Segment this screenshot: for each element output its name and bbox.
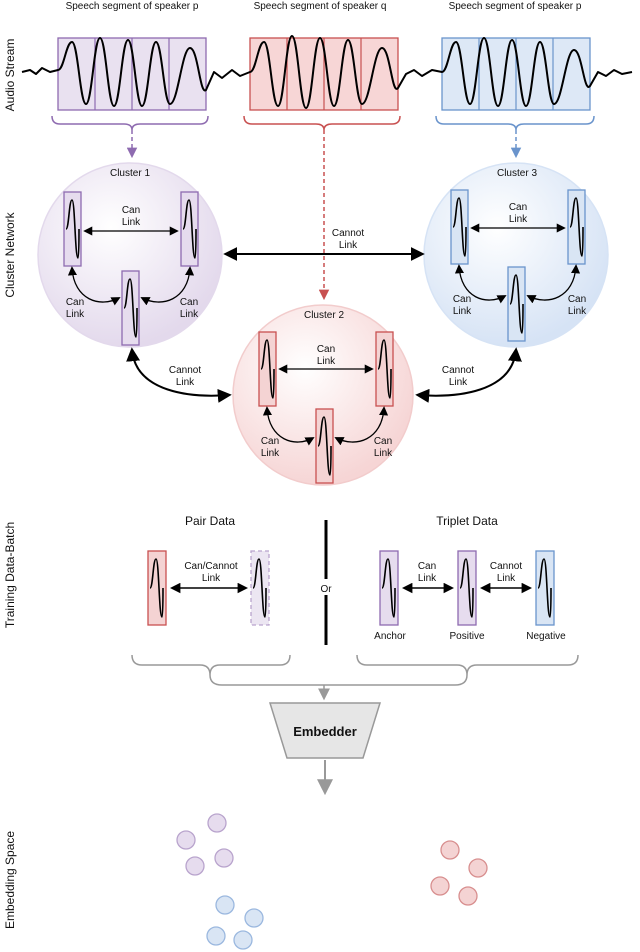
cluster-1: Cluster 1 Can Link Can Link Can Link [37,162,223,348]
negative-label: Negative [526,631,566,642]
cluster-3-segment-bottom [507,266,526,342]
cluster-1-segment-bottom [121,270,140,346]
brace-pair [131,654,291,676]
cluster-3-segment-right [567,189,586,265]
pair-segment-solid [147,550,167,626]
cluster-3-left-link-arrow [454,264,507,304]
cluster-1-right-link-label-2: Link [180,309,199,320]
cluster-2-left-link-label-1: Can [261,436,279,447]
cannot-link-label-right-1: Cannot [442,365,474,376]
cluster-3: Cluster 3 Can Link Can Link Can Link [423,162,609,348]
cluster-2-right-link-label-2: Link [374,448,393,459]
embedding-point-purple-4 [214,848,234,868]
cluster-2-segment-right [375,331,394,407]
cluster-2-right-link-label-1: Can [374,436,392,447]
anchor-label: Anchor [374,631,406,642]
cluster-1-can-link-label-2: Link [122,217,141,228]
pair-link-label-2: Link [202,573,221,584]
cluster-2-right-link-arrow [334,406,389,446]
audio-stream: Speech segment of speaker p Speech segme… [21,1,633,301]
embedding-point-purple-2 [207,813,227,833]
cluster-2-can-link-label-1: Can [317,344,335,355]
cluster-1-left-link-label-1: Can [66,297,84,308]
segment-label-speaker-p-2: Speech segment of speaker p [449,1,582,12]
segment-label-speaker-p-1: Speech segment of speaker p [66,1,199,12]
cluster-2-title: Cluster 2 [304,310,344,321]
cluster-1-right-link-arrow [140,266,195,306]
cannot-link-label-top-1: Cannot [332,228,364,239]
embedding-point-red-4 [458,886,478,906]
cluster-3-left-link-label-2: Link [453,306,472,317]
embedding-point-blue-1 [215,895,235,915]
brace-speaker-q [243,115,401,131]
triplet-positive-segment [457,550,477,626]
cannot-link-label-right-2: Link [449,377,468,388]
cluster-3-right-link-label-1: Can [568,294,586,305]
cluster-2-segment-bottom [315,408,334,484]
triplet-cannot-link-label-2: Link [497,573,516,584]
embedding-point-blue-4 [233,930,253,950]
cluster-3-segment-left [450,189,469,265]
cannot-link-arrow-cluster-1-2 [126,347,232,403]
embedding-point-blue-2 [244,908,264,928]
cluster-2-segment-left [258,331,277,407]
cluster-1-right-link-label-1: Can [180,297,198,308]
cluster-3-left-link-label-1: Can [453,294,471,305]
cluster-1-segment-right [180,191,199,267]
cluster-1-title: Cluster 1 [110,168,150,179]
row-label-embedding-space: Embedding Space [3,831,17,929]
cluster-2-left-link-arrow [262,406,315,446]
row-label-cluster-network: Cluster Network [3,211,17,297]
cluster-3-right-link-label-2: Link [568,306,587,317]
pair-link-label-1: Can/Cannot [184,561,238,572]
cluster-2: Cluster 2 Can Link Can Link Can Link [232,304,414,486]
cluster-1-segment-left [63,191,82,267]
training-data-batch: Pair Data Triplet Data Can/Cannot Link O… [131,514,579,701]
cluster-3-title: Cluster 3 [497,168,537,179]
embedding-space [176,813,488,950]
cluster-2-can-link-label-2: Link [317,356,336,367]
triplet-data-title: Triplet Data [436,514,498,528]
brace-triplet [356,654,579,676]
brace-speaker-p-2 [435,115,595,131]
embedding-point-blue-3 [206,926,226,946]
embedding-point-red-3 [430,876,450,896]
segment-label-speaker-q: Speech segment of speaker q [254,1,387,12]
embedding-point-red-2 [468,858,488,878]
triplet-cannot-link-label-1: Cannot [490,561,522,572]
cannot-link-label-left-2: Link [176,377,195,388]
cannot-link-label-left-1: Cannot [169,365,201,376]
row-label-training-data-batch: Training Data-Batch [3,522,17,628]
embedding-point-purple-1 [176,830,196,850]
embedder-label: Embedder [293,724,357,739]
cannot-link-label-top-2: Link [339,240,358,251]
embedding-point-red-1 [440,840,460,860]
embedding-point-purple-3 [185,856,205,876]
merge-connector [209,674,468,686]
triplet-can-link-label-2: Link [418,573,437,584]
cluster-1-can-link-label-1: Can [122,205,140,216]
positive-label: Positive [449,631,484,642]
triplet-negative-segment [535,550,555,626]
brace-speaker-p-1 [51,115,209,131]
cluster-3-can-link-label-2: Link [509,214,528,225]
cluster-3-right-link-arrow [526,264,581,304]
cluster-3-can-link-label-1: Can [509,202,527,213]
embedder-block: Embedder [268,702,382,759]
cluster-1-left-link-label-2: Link [66,309,85,320]
triplet-anchor-segment [379,550,399,626]
audio-waveform [21,35,633,109]
cannot-link-arrow-cluster-2-3 [415,347,522,403]
pair-segment-dashed [250,550,270,626]
or-label: Or [320,584,332,595]
cluster-2-left-link-label-2: Link [261,448,280,459]
row-label-audio-stream: Audio Stream [3,39,17,112]
pair-data-title: Pair Data [185,514,235,528]
triplet-can-link-label-1: Can [418,561,436,572]
cluster-1-left-link-arrow [67,266,121,306]
